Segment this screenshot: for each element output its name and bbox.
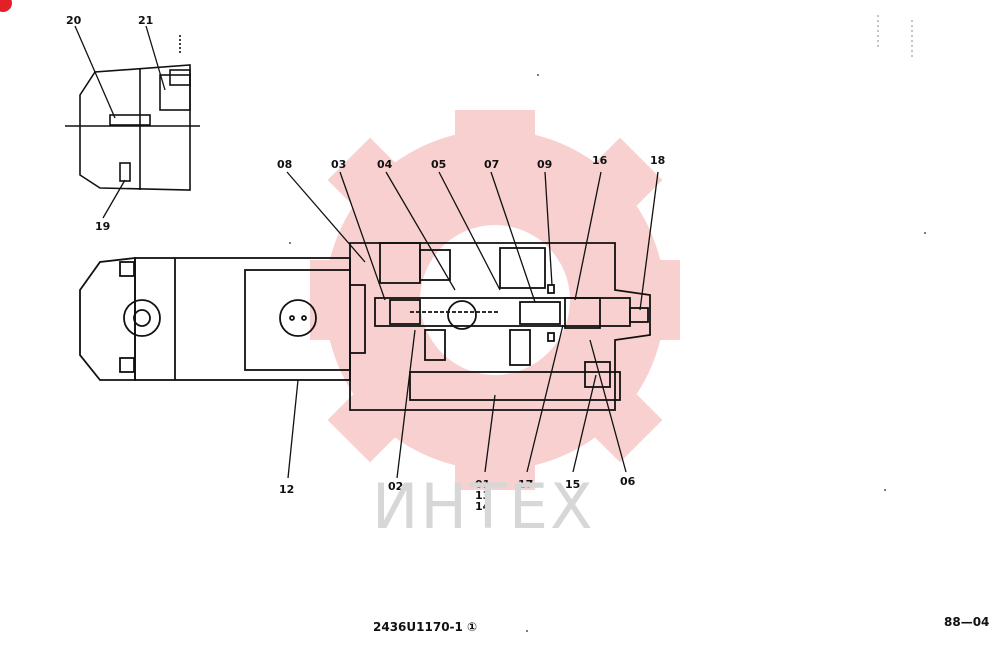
page-number: 88—04 bbox=[944, 615, 990, 629]
specks bbox=[289, 74, 926, 632]
part-label: 02 bbox=[388, 480, 403, 493]
part-label: 12 bbox=[279, 483, 294, 496]
part-label: 01 bbox=[475, 478, 490, 491]
part-label: 04 bbox=[377, 158, 393, 171]
main-assembly bbox=[79, 242, 651, 411]
part-label: 07 bbox=[484, 158, 499, 171]
part-label: 15 bbox=[565, 478, 580, 491]
part-label: 17 bbox=[518, 478, 533, 491]
part-label: 18 bbox=[650, 154, 665, 167]
part-label: 21 bbox=[138, 14, 153, 27]
part-label: 16 bbox=[592, 154, 608, 167]
part-label: 03 bbox=[331, 158, 346, 171]
watermark-gear-icon bbox=[310, 110, 680, 490]
watermark-text: ИНТЕХ bbox=[372, 470, 595, 543]
part-label: 08 bbox=[277, 158, 292, 171]
part-label: 19 bbox=[95, 220, 110, 233]
leader-lines bbox=[74, 25, 659, 479]
part-label: 05 bbox=[431, 158, 446, 171]
drawing-number: 2436U1170-1 ① bbox=[373, 620, 478, 634]
part-label: 09 bbox=[537, 158, 552, 171]
part-label: 14 bbox=[475, 500, 491, 513]
corner-badge bbox=[0, 0, 12, 12]
part-label: 06 bbox=[620, 475, 636, 488]
part-label: 20 bbox=[66, 14, 82, 27]
part-labels: 20 21 19 08 03 04 05 07 09 16 18 12 02 0… bbox=[66, 14, 665, 513]
part-label: 13 bbox=[475, 489, 490, 502]
scan-marks bbox=[877, 15, 913, 58]
detail-view bbox=[65, 35, 200, 191]
